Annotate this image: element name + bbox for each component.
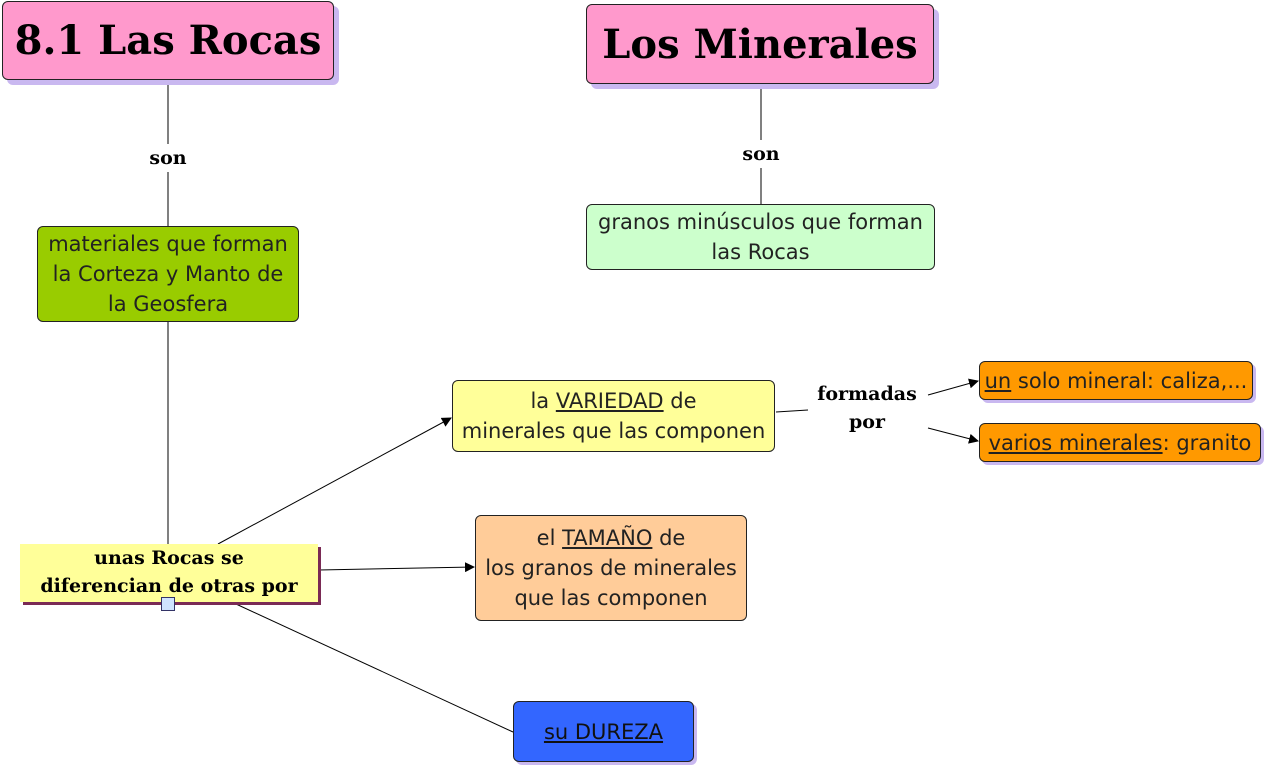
tamano-keyword[interactable]: TAMAÑO bbox=[562, 526, 653, 550]
arrow-to-un-mineral bbox=[927, 378, 979, 396]
minerales-title: Los Minerales bbox=[602, 20, 918, 68]
un-keyword[interactable]: un bbox=[984, 368, 1012, 393]
arrow-to-tamano bbox=[318, 562, 475, 573]
minerales-definition-line2: las Rocas bbox=[711, 240, 810, 264]
por-label: por bbox=[849, 411, 885, 433]
variedad-keyword[interactable]: VARIEDAD bbox=[555, 389, 664, 413]
rocas-definition-line1: materiales que forman bbox=[48, 232, 288, 256]
tamano-line2: los granos de minerales bbox=[485, 556, 737, 580]
minerales-son-label: son bbox=[737, 140, 785, 168]
minerales-definition-line1: granos minúsculos que forman bbox=[598, 210, 923, 234]
un-mineral-box[interactable]: un solo mineral: caliza,... bbox=[979, 361, 1253, 400]
rocas-title-box[interactable]: 8.1 Las Rocas bbox=[2, 1, 334, 80]
dureza-box[interactable]: su DUREZA bbox=[513, 701, 694, 762]
dureza-link[interactable]: su DUREZA bbox=[543, 719, 664, 744]
rocas-definition-box[interactable]: materiales que forman la Corteza y Manto… bbox=[37, 226, 299, 322]
formadas-label: formadas bbox=[817, 383, 917, 405]
variedad-line2: minerales que las componen bbox=[461, 419, 766, 443]
diferencian-line1: unas Rocas se bbox=[94, 547, 244, 569]
variedad-box[interactable]: la VARIEDAD de minerales que las compone… bbox=[452, 380, 775, 452]
varios-keyword[interactable]: varios minerales bbox=[988, 430, 1163, 455]
rocas-definition-line3: la Geosfera bbox=[107, 292, 229, 316]
variedad-line1: la VARIEDAD de bbox=[530, 389, 697, 413]
tamano-line1: el TAMAÑO de bbox=[536, 526, 686, 550]
rocas-son-label: son bbox=[144, 144, 192, 172]
varios-minerales-text: varios minerales: granito bbox=[988, 430, 1252, 455]
rocas-definition-line2: la Corteza y Manto de bbox=[52, 262, 284, 286]
tamano-line3: que las componen bbox=[514, 586, 708, 610]
tamano-box[interactable]: el TAMAÑO de los granos de minerales que… bbox=[475, 515, 747, 621]
line-to-dureza bbox=[235, 603, 514, 733]
minerales-definition-box[interactable]: granos minúsculos que forman las Rocas bbox=[586, 204, 935, 270]
image-attachment-icon[interactable] bbox=[161, 597, 175, 611]
varios-minerales-box[interactable]: varios minerales: granito bbox=[979, 423, 1261, 462]
diferencian-line2: diferencian de otras por bbox=[40, 575, 298, 597]
arrow-to-variedad bbox=[217, 417, 452, 545]
arrow-to-varios bbox=[927, 427, 979, 444]
line-variedad-formadas bbox=[775, 409, 809, 413]
un-mineral-text: un solo mineral: caliza,... bbox=[984, 368, 1248, 393]
diferencian-box[interactable]: unas Rocas se diferencian de otras por bbox=[20, 544, 318, 602]
rocas-title: 8.1 Las Rocas bbox=[14, 17, 322, 64]
formadas-por-label: formadas por bbox=[806, 380, 928, 436]
minerales-title-box[interactable]: Los Minerales bbox=[586, 4, 934, 84]
